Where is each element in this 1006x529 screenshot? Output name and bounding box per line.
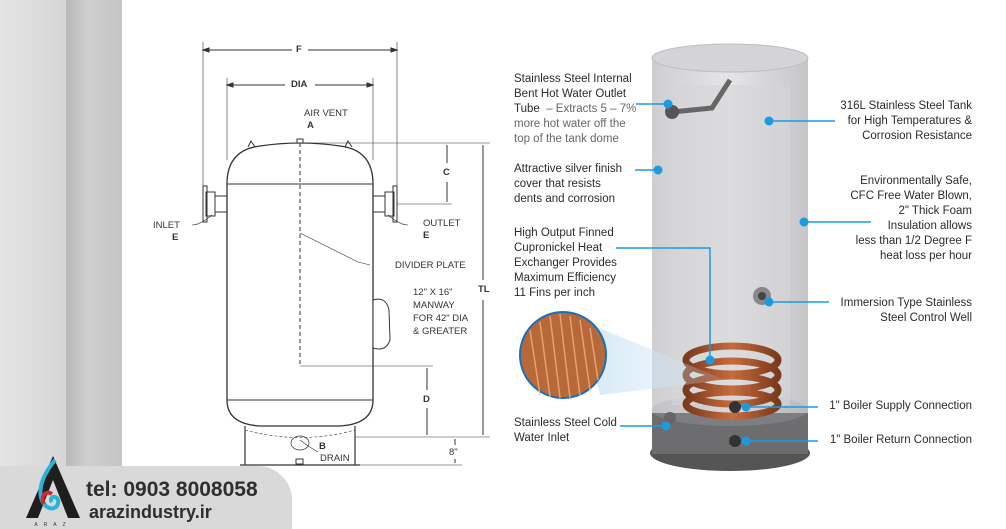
- logo-lettering: ARAZ: [34, 522, 71, 528]
- annotation-line: Environmentally Safe,: [860, 175, 972, 187]
- dim-tl-label: TL: [478, 284, 490, 295]
- callout-dot-return: [741, 436, 751, 446]
- annotation-line: Water Inlet: [514, 432, 570, 444]
- annotation-line: 11 Fins per inch: [514, 287, 595, 299]
- annotation-line: Bent Hot Water Outlet: [514, 88, 627, 100]
- annotation-line: High Output Finned: [514, 227, 614, 239]
- phone-number[interactable]: tel: 0903 8008058: [86, 478, 258, 501]
- callout-dot-supply: [741, 402, 751, 412]
- annotation-line: Attractive silver finish: [514, 163, 623, 175]
- background-column: [66, 0, 122, 529]
- inlet-label: INLET: [153, 220, 180, 231]
- annotation-line: Exchanger Provides: [514, 257, 617, 269]
- dim-dia-label: DIA: [291, 79, 308, 90]
- annotation-line: Insulation allows: [887, 220, 972, 232]
- outlet-code: E: [423, 230, 430, 241]
- manway-line: FOR 42" DIA: [413, 313, 469, 324]
- annotation-line: for High Temperatures &: [847, 115, 972, 127]
- manway-line: MANWAY: [413, 300, 455, 311]
- dim-d-label: D: [423, 394, 430, 405]
- manway-line: 12" X 16": [413, 287, 453, 298]
- annotation-line: 316L Stainless Steel Tank: [840, 100, 972, 112]
- annotation-supply: 1" Boiler Supply Connection: [829, 400, 972, 412]
- background-wall-light: [0, 0, 66, 529]
- annotation-cover: Attractive silver finish cover that resi…: [514, 162, 622, 207]
- annotation-line: Steel Control Well: [880, 312, 972, 324]
- dim-base-label: 8": [449, 447, 458, 458]
- annotation-exchanger: High Output Finned Cupronickel Heat Exch…: [514, 226, 617, 301]
- annotation-line: less than 1/2 Degree F: [855, 235, 972, 247]
- annotation-cold-inlet: Stainless Steel Cold Water Inlet: [514, 416, 617, 446]
- callout-dot-control-well: [764, 297, 774, 307]
- annotation-tank: 316L Stainless Steel Tank for High Tempe…: [840, 99, 972, 144]
- dim-c-label: C: [443, 167, 450, 178]
- annotation-line: Stainless Steel Cold: [514, 417, 617, 429]
- callout-dot-cover: [653, 165, 663, 175]
- callout-dot-insulation: [799, 217, 809, 227]
- annotation-line: top of the tank dome: [514, 133, 619, 145]
- air-vent-label: AIR VENT: [304, 108, 348, 119]
- annotation-insulation: Environmentally Safe, CFC Free Water Blo…: [850, 174, 972, 264]
- coil-magnifier: [519, 311, 607, 399]
- manway-label: 12" X 16" MANWAY FOR 42" DIA & GREATER: [413, 286, 468, 338]
- callout-lines: [616, 103, 871, 442]
- drain-code: B: [319, 441, 326, 452]
- air-vent-code: A: [307, 120, 314, 131]
- annotation-line: cover that resists: [514, 178, 601, 190]
- divider-plate-label: DIVIDER PLATE: [395, 260, 466, 271]
- annotation-line: – Extracts 5 – 7%: [546, 103, 637, 115]
- callout-dots: [653, 99, 809, 446]
- website-link[interactable]: arazindustry.ir: [89, 502, 212, 522]
- callout-dot-outlet-tube: [663, 99, 673, 109]
- callout-dot-exchanger: [705, 355, 715, 365]
- annotation-line: Stainless Steel Internal: [514, 73, 632, 85]
- callout-dot-tank: [764, 116, 774, 126]
- water-heater-cutaway: [519, 43, 810, 471]
- araz-logo: ARAZ: [26, 456, 80, 528]
- outlet-label: OUTLET: [423, 218, 461, 229]
- annotation-line: CFC Free Water Blown,: [850, 190, 972, 202]
- annotation-line: heat loss per hour: [879, 250, 972, 262]
- annotation-line: more hot water off the: [514, 118, 626, 130]
- annotation-line: Maximum Efficiency: [514, 272, 617, 284]
- annotation-line: dents and corrosion: [514, 193, 616, 205]
- annotation-line: Cupronickel Heat: [514, 242, 603, 254]
- manway-line: & GREATER: [413, 326, 468, 337]
- annotation-return: 1" Boiler Return Connection: [829, 434, 972, 446]
- dim-f-label: F: [296, 44, 302, 55]
- annotation-outlet-tube: Stainless Steel Internal Bent Hot Water …: [514, 72, 636, 147]
- drain-label: DRAIN: [320, 453, 350, 464]
- annotation-control-well: Immersion Type Stainless Steel Control W…: [841, 296, 972, 326]
- annotation-line: Corrosion Resistance: [862, 130, 972, 142]
- annotation-line: Immersion Type Stainless: [840, 297, 972, 309]
- inlet-code: E: [172, 232, 179, 243]
- annotation-line: Tube: [514, 103, 540, 115]
- callout-dot-cold-inlet: [661, 421, 671, 431]
- annotation-line: 2" Thick Foam: [898, 205, 972, 217]
- separator-tank-drawing: [191, 42, 490, 466]
